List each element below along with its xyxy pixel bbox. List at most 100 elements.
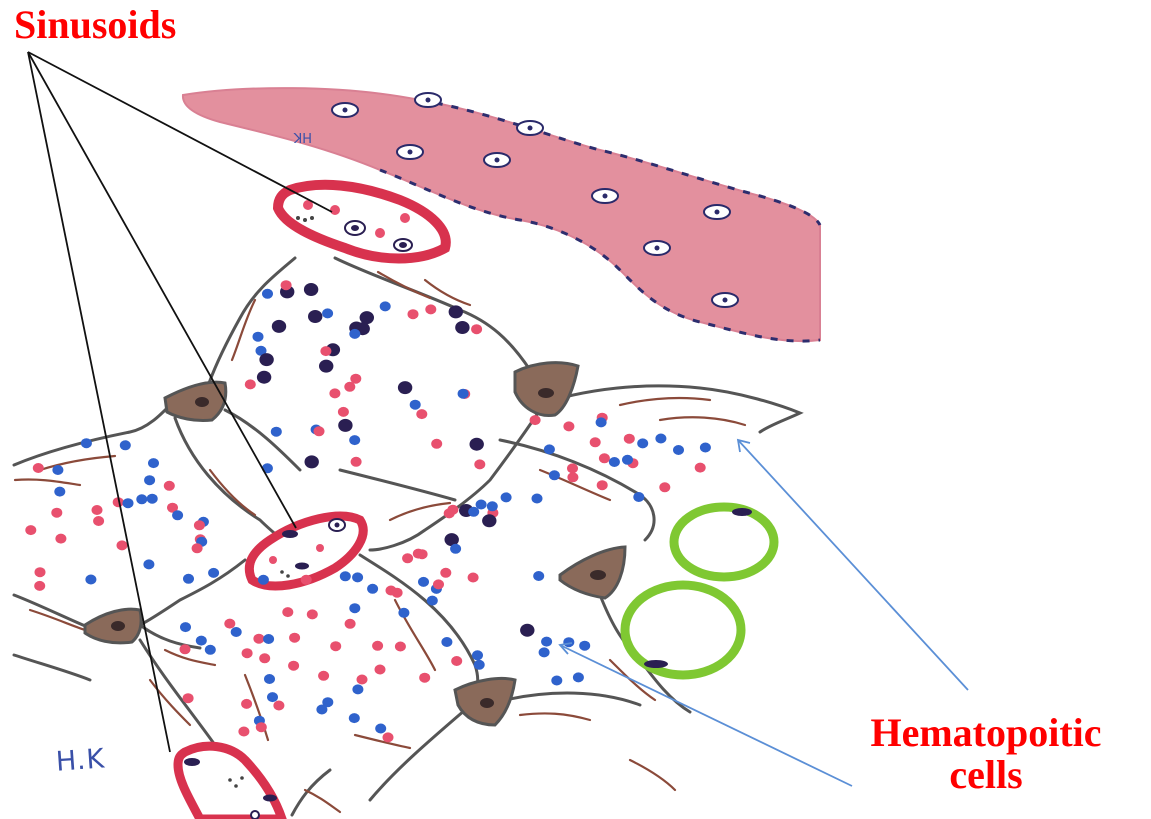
- marrow-cell: [338, 407, 349, 417]
- marrow-cell: [262, 289, 273, 299]
- marrow-cell: [597, 480, 608, 490]
- marrow-cell: [273, 701, 284, 711]
- marrow-cell: [427, 596, 438, 606]
- marrow-cell: [349, 329, 360, 339]
- marrow-cell: [136, 494, 147, 504]
- marrow-cell: [398, 608, 409, 618]
- marrow-cell: [419, 673, 430, 683]
- marrow-cell: [474, 660, 485, 670]
- marrow-cell: [147, 494, 158, 504]
- marrow-cell: [395, 642, 406, 652]
- marrow-cell: [425, 304, 436, 314]
- marrow-cell: [433, 579, 444, 589]
- marrow-cell: [180, 622, 191, 632]
- marrow-cell: [349, 713, 360, 723]
- author-signature: H.K: [55, 743, 106, 777]
- marrow-cell: [402, 553, 413, 563]
- marrow-cell: [92, 505, 103, 515]
- marrow-cell: [549, 470, 560, 480]
- marrow-cell: [93, 516, 104, 526]
- marrow-cell: [440, 568, 451, 578]
- marrow-cell: [599, 453, 610, 463]
- marrow-cell: [164, 481, 175, 491]
- marrow-cell: [458, 389, 469, 399]
- marrow-cell: [573, 672, 584, 682]
- marrow-cell: [205, 645, 216, 655]
- marrow-cell: [367, 584, 378, 594]
- marrow-cell: [431, 439, 442, 449]
- hematopoitic-label-line1: Hematopoitic: [836, 712, 1136, 754]
- marrow-cell: [304, 283, 318, 296]
- marrow-cell: [468, 507, 479, 517]
- marrow-cell: [357, 675, 368, 685]
- marrow-cell: [35, 567, 46, 577]
- marrow-cell: [633, 492, 644, 502]
- marrow-cell: [241, 699, 252, 709]
- marrow-cell: [307, 609, 318, 619]
- marrow-cell: [609, 457, 620, 467]
- marrow-cell: [54, 487, 65, 497]
- marrow-cell: [372, 641, 383, 651]
- marrow-cell: [271, 427, 282, 437]
- marrow-cell: [655, 434, 666, 444]
- marrow-cell: [567, 472, 578, 482]
- marrow-cell: [349, 603, 360, 613]
- marrow-cell: [541, 637, 552, 647]
- marrow-cell: [238, 727, 249, 737]
- marrow-cell: [455, 321, 469, 334]
- marrow-cell: [144, 475, 155, 485]
- marrow-cell: [530, 415, 541, 425]
- marrow-cell: [551, 676, 562, 686]
- hematopoietic-cells: [25, 280, 711, 742]
- marrow-cell: [338, 419, 352, 432]
- marrow-cell: [55, 534, 66, 544]
- marrow-cell: [180, 644, 191, 654]
- marrow-cell: [194, 520, 205, 530]
- marrow-cell: [340, 571, 351, 581]
- marrow-cell: [567, 463, 578, 473]
- hematopoitic-cells-label: Hematopoitic cells: [836, 712, 1136, 796]
- marrow-cell: [242, 648, 253, 658]
- marrow-cell: [383, 732, 394, 742]
- marrow-cell: [120, 440, 131, 450]
- marrow-cell: [183, 574, 194, 584]
- pointer-arrow: [560, 645, 852, 786]
- marrow-cell: [398, 381, 412, 394]
- marrow-cell: [539, 647, 550, 657]
- marrow-cell: [563, 421, 574, 431]
- marrow-cell: [622, 455, 633, 465]
- marrow-cell: [51, 508, 62, 518]
- marrow-cell: [474, 459, 485, 469]
- marrow-cell: [472, 650, 483, 660]
- marrow-cell: [192, 543, 203, 553]
- marrow-cell: [487, 501, 498, 511]
- marrow-cell: [208, 568, 219, 578]
- marrow-cell: [319, 360, 333, 373]
- marrow-cell: [380, 301, 391, 311]
- marrow-cell: [449, 305, 463, 318]
- marrow-cell: [245, 379, 256, 389]
- marrow-cell: [451, 656, 462, 666]
- marrow-cell: [482, 514, 496, 527]
- marrow-cell: [258, 575, 269, 585]
- marrow-cell: [329, 388, 340, 398]
- marrow-cell: [253, 634, 264, 644]
- marrow-cell: [281, 280, 292, 290]
- marrow-cell: [417, 549, 428, 559]
- marrow-cell: [256, 722, 267, 732]
- marrow-cell: [471, 324, 482, 334]
- marrow-cell: [34, 581, 45, 591]
- sinusoids-label: Sinusoids: [14, 4, 176, 46]
- marrow-cell: [532, 494, 543, 504]
- marrow-cell: [85, 575, 96, 585]
- marrow-cell: [695, 463, 706, 473]
- marrow-cell: [673, 445, 684, 455]
- marrow-cell: [408, 309, 419, 319]
- marrow-cell: [349, 435, 360, 445]
- marrow-cell: [590, 437, 601, 447]
- marrow-cell: [322, 308, 333, 318]
- marrow-cell: [410, 400, 421, 410]
- marrow-cell: [470, 438, 484, 451]
- marrow-cell: [320, 346, 331, 356]
- marrow-cell: [360, 311, 374, 324]
